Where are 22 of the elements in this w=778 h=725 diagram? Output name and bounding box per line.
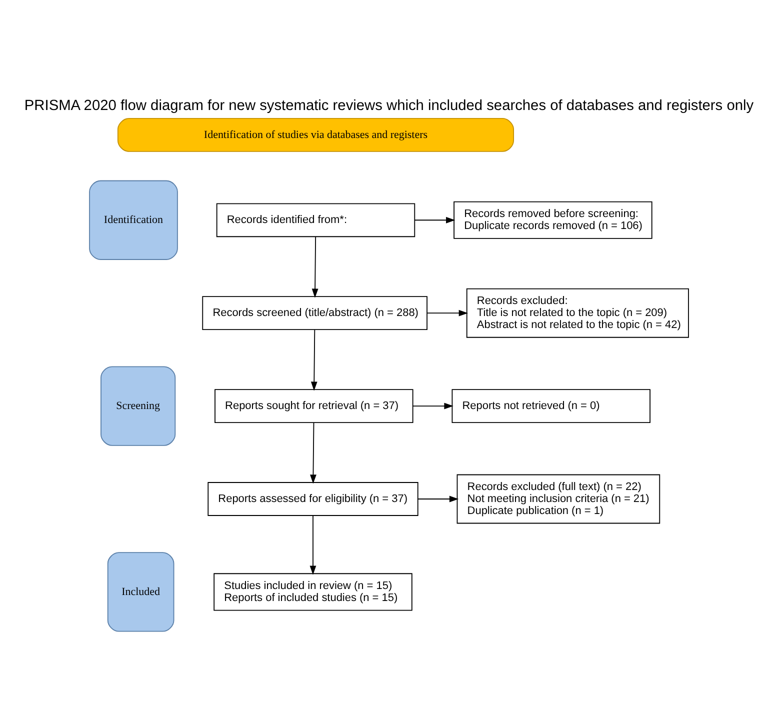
node-box: Records excluded (full text) (n = 22) Not meeting inclusion criteria (n = 21) Duplicate publication (n = 1) bbox=[456, 474, 660, 524]
node-box: Records screened (title/abstract) (n = 288) bbox=[202, 296, 428, 330]
arrow bbox=[418, 495, 459, 502]
arrow bbox=[414, 216, 456, 223]
arrow bbox=[310, 514, 316, 574]
node-box: Records removed before screening: Duplicate records removed (n = 106) bbox=[454, 200, 652, 238]
node-box: Reports assessed for eligibility (n = 37) bbox=[208, 482, 418, 516]
arrow bbox=[412, 402, 454, 409]
arrow bbox=[310, 328, 318, 390]
node-box: Reports sought for retrieval (n = 37) bbox=[214, 388, 414, 422]
node-box: Identification bbox=[89, 180, 178, 260]
node-box: Included bbox=[107, 552, 174, 632]
node-box: Records excluded: Title is not related to the topic (n = 209) Abstract is not related to the topic (n = 42) bbox=[466, 288, 689, 338]
arrow bbox=[310, 422, 316, 484]
node-box: Records identified from*: bbox=[216, 202, 416, 237]
arrow bbox=[312, 236, 318, 298]
node-box: Reports not retrieved (n = 0) bbox=[452, 388, 650, 422]
node-box: Identification of studies via databases and registers bbox=[117, 118, 514, 152]
node-box: Studies included in review (n = 15) Reports of included studies (n = 15) bbox=[214, 572, 412, 610]
node-box: Screening bbox=[100, 366, 176, 446]
diagram-title: PRISMA 2020 flow diagram for new systematic reviews which included searches of databases and registers only bbox=[24, 98, 754, 114]
arrow bbox=[426, 309, 468, 316]
